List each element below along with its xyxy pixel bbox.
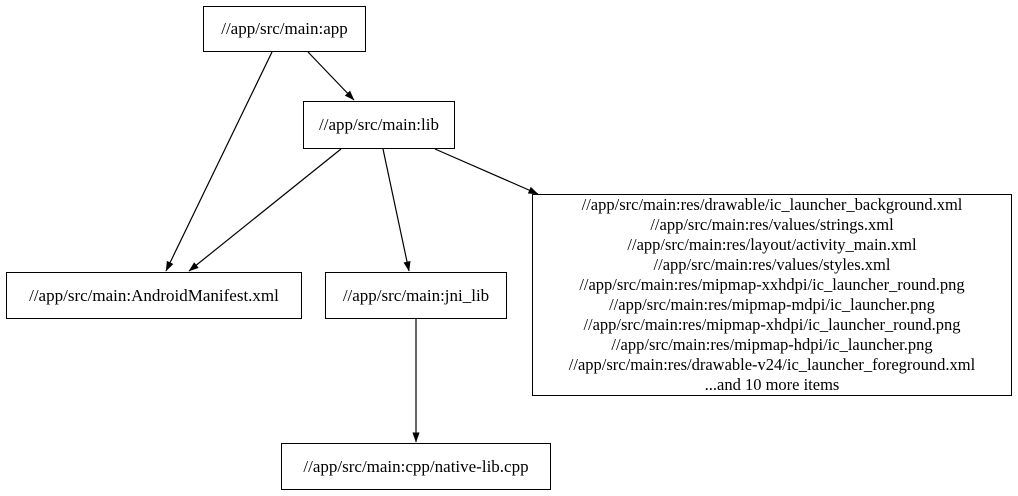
node-app: //app/src/main:app <box>203 6 366 52</box>
node-jni-lib-label: //app/src/main:jni_lib <box>342 285 490 305</box>
node-app-label: //app/src/main:app <box>221 19 348 38</box>
node-res-line: //app/src/main:res/values/strings.xml <box>650 215 894 234</box>
edge-app-to-lib <box>307 51 355 101</box>
node-res-line-more: ...and 10 more items <box>704 375 840 394</box>
node-res-line: //app/src/main:res/values/styles.xml <box>653 255 891 274</box>
node-lib-label: //app/src/main:lib <box>319 115 439 134</box>
node-native-lib-cpp: //app/src/main:cpp/native-lib.cpp <box>281 443 551 490</box>
node-res-line: //app/src/main:res/mipmap-mdpi/ic_launch… <box>609 295 935 314</box>
node-res-line: //app/src/main:res/drawable-v24/ic_launc… <box>568 355 976 374</box>
node-jni-lib: //app/src/main:jni_lib <box>325 272 507 319</box>
node-lib: //app/src/main:lib <box>303 101 455 149</box>
node-res-line: //app/src/main:res/mipmap-hdpi/ic_launch… <box>611 335 933 354</box>
node-res-line: //app/src/main:res/layout/activity_main.… <box>627 235 917 254</box>
node-native-lib-cpp-label: //app/src/main:cpp/native-lib.cpp <box>303 456 529 476</box>
node-res-line: //app/src/main:res/drawable/ic_launcher_… <box>581 195 963 214</box>
node-res-line: //app/src/main:res/mipmap-xxhdpi/ic_laun… <box>579 275 965 294</box>
edge-lib-to-res-group <box>434 148 539 195</box>
edge-lib-to-manifest <box>188 148 342 272</box>
node-android-manifest-label: //app/src/main:AndroidManifest.xml <box>29 285 279 305</box>
edge-lib-to-jni-lib <box>382 148 411 272</box>
node-res-line: //app/src/main:res/mipmap-xhdpi/ic_launc… <box>583 315 961 334</box>
node-res-group: //app/src/main:res/drawable/ic_launcher_… <box>532 194 1012 396</box>
edge-app-to-manifest <box>165 51 273 272</box>
node-android-manifest: //app/src/main:AndroidManifest.xml <box>6 272 302 319</box>
